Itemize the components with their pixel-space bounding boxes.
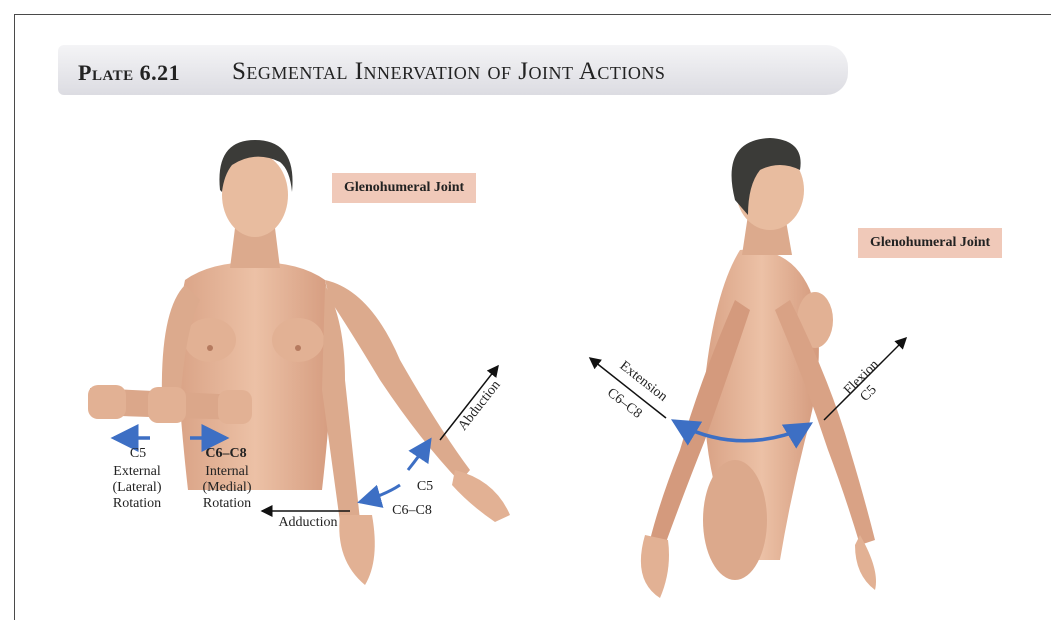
- adduction-segment: C6–C8: [382, 503, 442, 519]
- internal-rotation-segment: C6–C8: [196, 446, 256, 462]
- external-rotation-segment: C5: [118, 446, 158, 462]
- internal-rotation-label: Internal (Medial) Rotation: [192, 464, 262, 512]
- side-figure: [641, 138, 876, 598]
- abduction-curve-arrow: [408, 440, 430, 470]
- left-joint-label: Glenohumeral Joint: [332, 173, 476, 203]
- abduction-segment: C5: [410, 479, 440, 495]
- adduction-curve-arrow: [360, 485, 400, 502]
- right-joint-label: Glenohumeral Joint: [858, 228, 1002, 258]
- external-rotation-label: External (Lateral) Rotation: [102, 464, 172, 512]
- extension-arc-head: [674, 421, 684, 427]
- adduction-label: Adduction: [268, 515, 348, 531]
